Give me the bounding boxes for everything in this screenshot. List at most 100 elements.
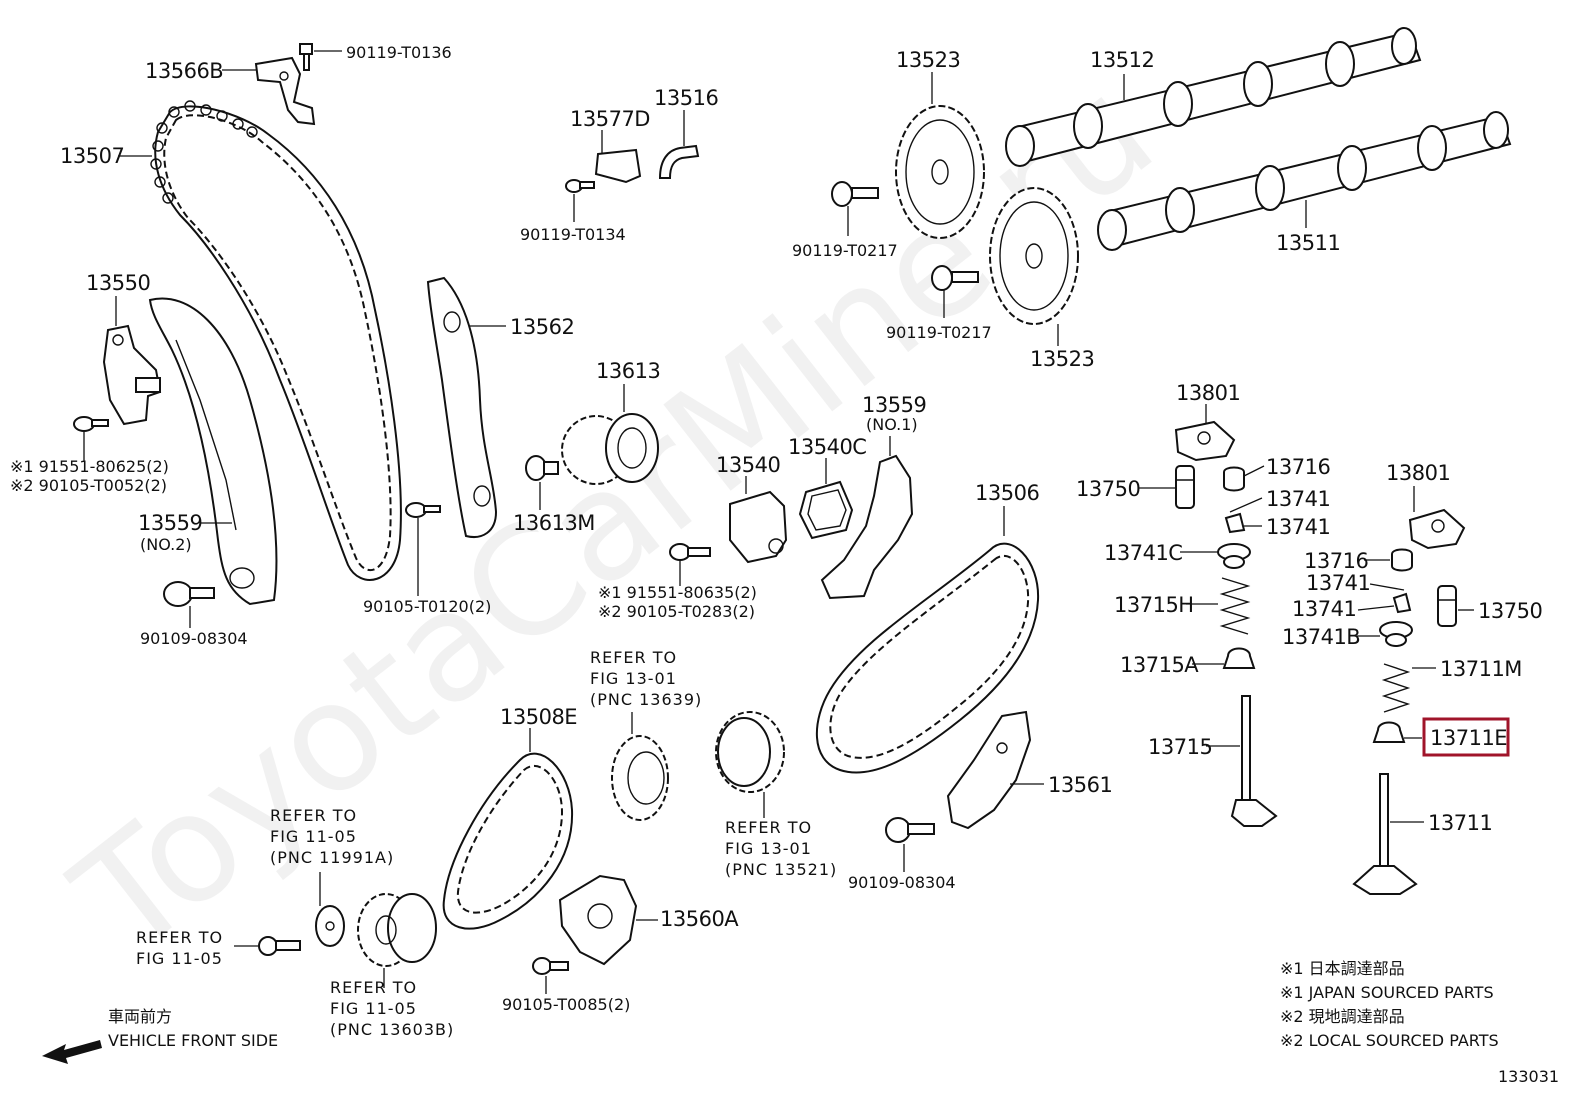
ref-11991A-line2[interactable]: FIG 11-05 (270, 827, 357, 846)
bolt-90119-T0217-lower[interactable] (931, 265, 979, 291)
label-13508E[interactable]: 13508E (500, 705, 578, 729)
retainer-13741B[interactable] (1379, 621, 1413, 647)
label-13741-right-b[interactable]: 13741 (1292, 597, 1357, 621)
bolt-90109-08304-right[interactable] (885, 817, 935, 843)
keeper-13741-left[interactable] (1224, 512, 1246, 534)
label-90109-08304-left[interactable]: 90109-08304 (140, 629, 248, 648)
label-13801-left[interactable]: 13801 (1176, 381, 1241, 405)
intake-valve-13715[interactable] (1230, 695, 1278, 827)
label-13511[interactable]: 13511 (1276, 231, 1341, 255)
bolt-90119-T0217-upper[interactable] (831, 181, 879, 207)
sprocket-13639-ref[interactable] (611, 735, 669, 821)
label-13711[interactable]: 13711 (1428, 811, 1493, 835)
label-13523-upper[interactable]: 13523 (896, 48, 961, 72)
label-13715[interactable]: 13715 (1148, 735, 1213, 759)
shim-13716-right[interactable] (1391, 548, 1413, 572)
label-13716-left[interactable]: 13716 (1266, 455, 1331, 479)
bolt-90105-T0120[interactable] (405, 502, 441, 518)
chain-guide-13559-no2[interactable] (148, 297, 278, 606)
timing-chain-13508E[interactable] (442, 752, 574, 930)
label-13750-right[interactable]: 13750 (1478, 599, 1543, 623)
label-90119-T0217-upper[interactable]: 90119-T0217 (792, 241, 898, 260)
label-13559-no1[interactable]: 13559 (862, 393, 927, 417)
label-13566B[interactable]: 13566B (145, 59, 224, 83)
label-n1-91551-80625[interactable]: ※1 91551-80625(2) (10, 457, 169, 476)
label-90109-08304-right[interactable]: 90109-08304 (848, 873, 956, 892)
sprocket-13521-ref[interactable] (715, 711, 785, 793)
cam-sprocket-13523-upper[interactable] (895, 105, 985, 239)
lash-adjuster-13750-left[interactable] (1175, 465, 1195, 509)
label-90119-T0134[interactable]: 90119-T0134 (520, 225, 626, 244)
rocker-arm-13801-left[interactable] (1174, 420, 1236, 462)
label-13741B[interactable]: 13741B (1282, 625, 1361, 649)
label-13561[interactable]: 13561 (1048, 773, 1113, 797)
bolt-91551-80625[interactable] (73, 416, 109, 432)
retainer-13741C[interactable] (1217, 543, 1251, 569)
label-13613[interactable]: 13613 (596, 359, 661, 383)
label-13540[interactable]: 13540 (716, 453, 781, 477)
label-13741-left-b[interactable]: 13741 (1266, 515, 1331, 539)
label-n1-91551-80635[interactable]: ※1 91551-80635(2) (598, 583, 757, 602)
valve-seal-13711E[interactable] (1372, 721, 1406, 743)
washer-11991A-ref[interactable] (315, 905, 345, 947)
label-13516[interactable]: 13516 (654, 86, 719, 110)
label-13560A[interactable]: 13560A (660, 907, 740, 931)
label-90105-T0085[interactable]: 90105-T0085(2) (502, 995, 630, 1014)
rocker-arm-13801-right[interactable] (1408, 508, 1466, 550)
label-13507[interactable]: 13507 (60, 144, 125, 168)
bolt-90119-T0136[interactable] (299, 43, 313, 71)
gasket-13540C[interactable] (798, 480, 854, 540)
shim-13716-left[interactable] (1223, 466, 1245, 492)
keeper-13741-right[interactable] (1392, 592, 1412, 614)
chain-guide-13562[interactable] (426, 276, 498, 538)
label-13750-left[interactable]: 13750 (1076, 477, 1141, 501)
exhaust-valve-13711[interactable] (1352, 773, 1418, 895)
label-13711M[interactable]: 13711M (1440, 657, 1522, 681)
label-n2-90105-T0052[interactable]: ※2 90105-T0052(2) (10, 476, 167, 495)
tensioner-13560A[interactable] (558, 874, 638, 966)
chain-guide-13559-no1[interactable] (820, 454, 914, 600)
label-13741-right-a[interactable]: 13741 (1306, 571, 1371, 595)
bolt-90119-T0134[interactable] (565, 179, 595, 193)
nut-13613M[interactable] (525, 455, 559, 481)
cam-sprocket-13523-lower[interactable] (989, 187, 1079, 325)
ref-13639-line2[interactable]: FIG 13-01 (590, 669, 677, 688)
label-90119-T0217-lower[interactable]: 90119-T0217 (886, 323, 992, 342)
label-13613M[interactable]: 13613M (513, 511, 595, 535)
lash-adjuster-13750-right[interactable] (1437, 585, 1457, 627)
label-13715H[interactable]: 13715H (1114, 593, 1194, 617)
bracket-13540[interactable] (729, 490, 788, 564)
label-13715A[interactable]: 13715A (1120, 653, 1200, 677)
chain-guide-13561[interactable] (946, 710, 1032, 830)
label-13512[interactable]: 13512 (1090, 48, 1155, 72)
label-n2-90105-T0283[interactable]: ※2 90105-T0283(2) (598, 602, 755, 621)
label-13801-right[interactable]: 13801 (1386, 461, 1451, 485)
label-13577D[interactable]: 13577D (570, 107, 650, 131)
bolt-90105-T0085[interactable] (532, 957, 569, 975)
label-13559-no2[interactable]: 13559 (138, 511, 203, 535)
ref-13603B-line2[interactable]: FIG 11-05 (330, 999, 417, 1018)
bolt-fig11-05-ref[interactable] (258, 936, 301, 956)
sprocket-13613[interactable] (561, 413, 659, 485)
label-13540C[interactable]: 13540C (788, 435, 867, 459)
tensioner-13550[interactable] (102, 324, 162, 426)
sprocket-13603B-ref[interactable] (357, 893, 437, 967)
label-90119-T0136[interactable]: 90119-T0136 (346, 43, 452, 62)
label-13562[interactable]: 13562 (510, 315, 575, 339)
valve-seal-13715A[interactable] (1222, 647, 1256, 669)
timing-chain-13506[interactable] (815, 542, 1040, 774)
label-13716-right[interactable]: 13716 (1304, 549, 1369, 573)
ref-bolt-line2[interactable]: FIG 11-05 (136, 949, 223, 968)
bolt-90109-08304-left[interactable] (163, 581, 215, 607)
valve-spring-13711M[interactable] (1381, 663, 1411, 713)
camshaft-13511[interactable] (1097, 111, 1512, 251)
label-13550[interactable]: 13550 (86, 271, 151, 295)
label-13741-left-a[interactable]: 13741 (1266, 487, 1331, 511)
valve-spring-13715H[interactable] (1219, 577, 1251, 635)
label-13523-lower[interactable]: 13523 (1030, 347, 1095, 371)
label-90105-T0120[interactable]: 90105-T0120(2) (363, 597, 491, 616)
bracket-13577D[interactable] (594, 148, 642, 184)
camshaft-13512[interactable] (1005, 27, 1422, 167)
label-13506[interactable]: 13506 (975, 481, 1040, 505)
ref-13521-line2[interactable]: FIG 13-01 (725, 839, 812, 858)
